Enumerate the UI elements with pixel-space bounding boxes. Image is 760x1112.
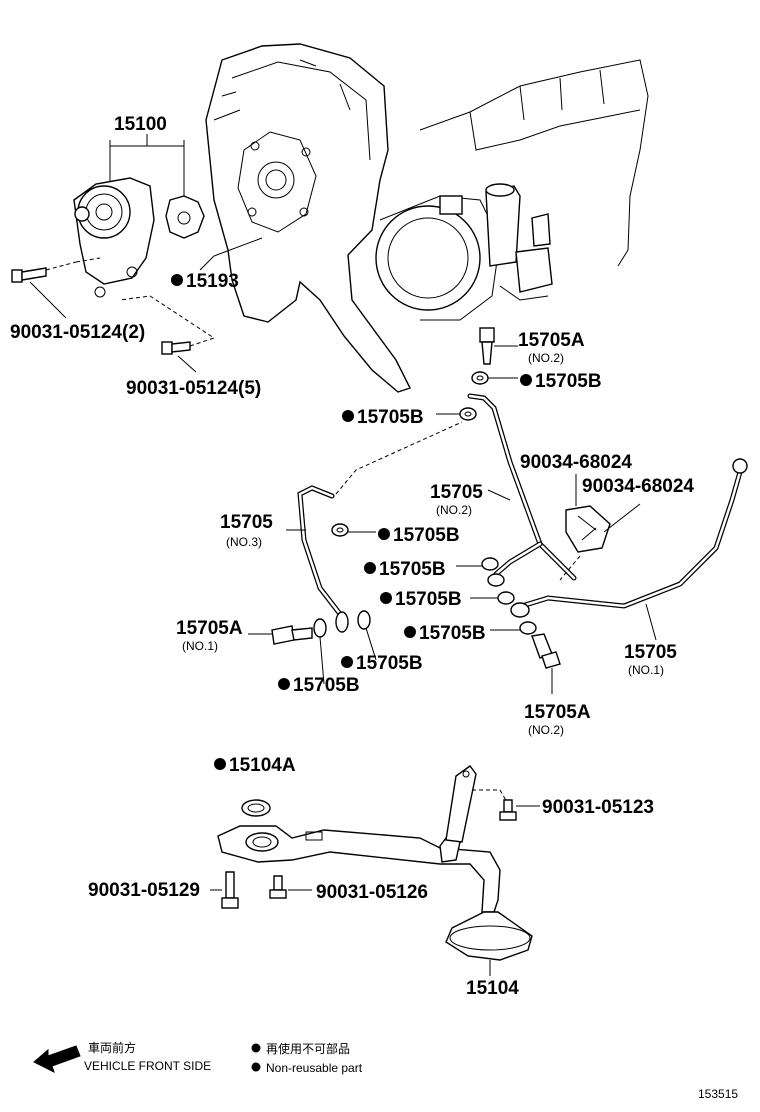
legend-direction-jp: 車両前方 <box>88 1040 136 1055</box>
gasket-15193-leader <box>199 237 263 271</box>
label-15705b-no3-upper: 15705B <box>393 525 460 546</box>
legend-nonreusable-en: Non-reusable part <box>266 1061 363 1075</box>
label-15705b-bottom-left: 15705B <box>293 675 360 696</box>
label-bolt-05123: 90031-05123 <box>542 797 654 818</box>
label-15705a-no2-top: 15705A <box>518 330 585 351</box>
label-clamp-a: 90034-68024 <box>520 452 632 473</box>
union-bolt-no1-drawing <box>248 625 313 645</box>
sublabel-15705-no3: (NO.3) <box>226 535 262 549</box>
engine-block-drawing <box>375 59 649 321</box>
nonreusable-dot <box>364 562 376 574</box>
label-15705b-left-top: 15705B <box>357 407 424 428</box>
oil-pipe-no3-drawing <box>286 421 463 617</box>
label-15705a-no1: 15705A <box>176 618 243 639</box>
label-15705-no1: 15705 <box>624 642 677 663</box>
nonreusable-dot <box>171 274 183 286</box>
legend: 車両前方 VEHICLE FRONT SIDE 再使用不可部品 Non-reus… <box>33 1040 363 1075</box>
label-15705b-bottom-right: 15705B <box>356 653 423 674</box>
sublabel-15705-no1: (NO.1) <box>628 663 664 677</box>
front-arrow-icon <box>33 1045 81 1073</box>
label-15705b-right-top: 15705B <box>535 371 602 392</box>
label-15104: 15104 <box>466 978 519 999</box>
legend-nonreusable-jp: 再使用不可部品 <box>266 1041 350 1056</box>
sublabel-15705-no2: (NO.2) <box>436 503 472 517</box>
sublabel-15705a-no2-top: (NO.2) <box>528 351 564 365</box>
nonreusable-dot <box>278 678 290 690</box>
nonreusable-dot <box>380 592 392 604</box>
bolt-05129-drawing <box>210 871 239 909</box>
bolt-05126-drawing <box>269 875 312 899</box>
label-15705-no2: 15705 <box>430 482 483 503</box>
sublabel-15705a-no1: (NO.1) <box>182 639 218 653</box>
nonreusable-dot <box>404 626 416 638</box>
label-bolt-05124-2: 90031-05124(2) <box>10 322 145 343</box>
nonreusable-dot <box>341 656 353 668</box>
label-15104a: 15104A <box>229 755 296 776</box>
oil-pipe-no1-drawing <box>519 458 748 641</box>
label-15100: 15100 <box>114 114 167 135</box>
legend-direction-en: VEHICLE FRONT SIDE <box>84 1059 211 1073</box>
timing-cover-drawing <box>205 43 411 393</box>
bolt-05123-drawing <box>499 799 540 821</box>
label-15705-no3: 15705 <box>220 512 273 533</box>
nonreusable-dot <box>214 758 226 770</box>
nonreusable-dot <box>520 374 532 386</box>
label-15705b-mid-b: 15705B <box>395 589 462 610</box>
nonreusable-dot <box>251 1062 261 1072</box>
label-15705b-mid-a: 15705B <box>379 559 446 580</box>
figure-id: 153515 <box>698 1087 738 1101</box>
label-15705a-no2-bottom: 15705A <box>524 702 591 723</box>
sublabel-15705a-no2-bottom: (NO.2) <box>528 723 564 737</box>
label-15705b-mid-c: 15705B <box>419 623 486 644</box>
nonreusable-dot <box>378 528 390 540</box>
label-bolt-05124-5: 90031-05124(5) <box>126 378 261 399</box>
label-bolt-05126: 90031-05126 <box>316 882 428 903</box>
label-clamp-b: 90034-68024 <box>582 476 694 497</box>
label-bolt-05129: 90031-05129 <box>88 880 200 901</box>
union-bolt-no2-top-drawing <box>479 327 518 365</box>
bolt-05124-2-drawing <box>11 261 77 319</box>
gaskets-drawing <box>313 371 537 685</box>
clamp-drawing <box>559 474 641 581</box>
water-pump-drawing <box>73 134 205 298</box>
nonreusable-dot <box>342 410 354 422</box>
label-15193: 15193 <box>186 271 239 292</box>
oil-strainer-drawing <box>217 765 533 976</box>
union-bolt-no2-bottom-drawing <box>531 633 561 694</box>
oil-pipe-no2-drawing <box>467 393 577 581</box>
bolt-05124-5-drawing <box>75 257 216 373</box>
nonreusable-dot <box>251 1043 261 1053</box>
